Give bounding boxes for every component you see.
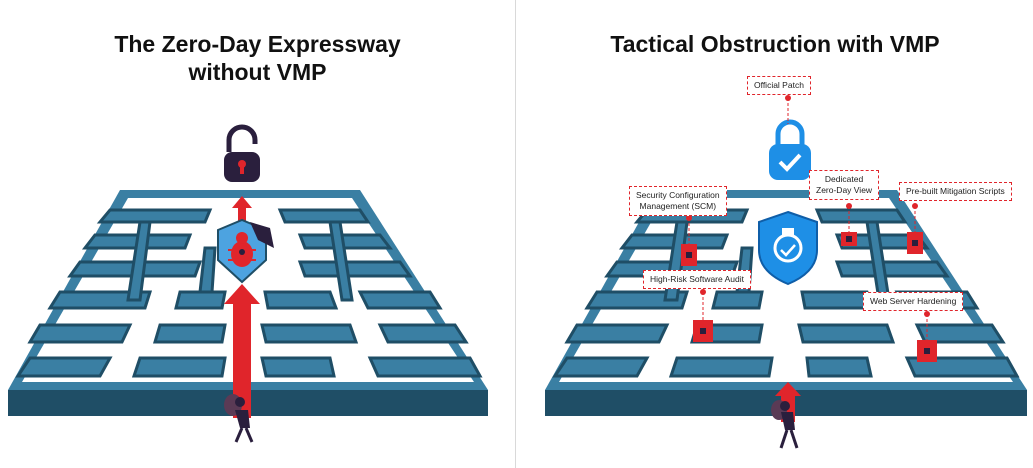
callout-mitigation-scripts: Pre-built Mitigation Scripts [899, 182, 1012, 201]
callout-software-audit: High-Risk Software Audit [643, 270, 752, 289]
left-maze-illustration [8, 124, 488, 443]
panel-divider [515, 0, 516, 468]
callout-audit-text: High-Risk Software Audit [650, 274, 745, 284]
callout-scm: Security Configuration Management (SCM) [629, 186, 727, 216]
left-title-line2: without VMP [188, 59, 327, 85]
left-red-arrow-head [224, 284, 260, 304]
left-red-arrow-shaft [233, 300, 251, 418]
small-padlock-icon [681, 232, 937, 362]
shield-icon [758, 210, 818, 286]
callout-zero-day-view: Dedicated Zero-Day View [809, 170, 880, 200]
callout-hardening-text: Web Server Hardening [870, 296, 957, 306]
left-panel: The Zero-Day Expressway without VMP [0, 0, 515, 468]
callout-scm-line2: Management (SCM) [639, 201, 717, 211]
callout-server-hardening: Web Server Hardening [863, 292, 964, 311]
callout-official-patch-text: Official Patch [754, 80, 804, 90]
callout-official-patch: Official Patch [747, 76, 811, 95]
callout-zero-day-line1: Dedicated [824, 174, 864, 184]
left-maze-walls [15, 208, 483, 378]
left-title-line1: The Zero-Day Expressway [114, 31, 401, 57]
callout-mitigation-text: Pre-built Mitigation Scripts [906, 186, 1005, 196]
bug-icon [228, 232, 256, 267]
left-title: The Zero-Day Expressway without VMP [0, 30, 515, 86]
callout-zero-day-line2: Zero-Day View [816, 185, 873, 195]
hacker-figure-icon [771, 400, 799, 449]
right-title: Tactical Obstruction with VMP [610, 31, 940, 57]
right-red-arrow-head [775, 382, 801, 396]
right-maze-illustration [545, 95, 1027, 449]
open-padlock-icon [224, 124, 260, 182]
callout-leaders [688, 98, 928, 340]
closed-padlock-icon [769, 119, 811, 180]
checkmark-icon [778, 153, 802, 172]
callout-scm-line1: Security Configuration [636, 190, 720, 200]
hacker-figure-icon [224, 394, 254, 443]
right-panel: Tactical Obstruction with VMP [517, 0, 1033, 468]
